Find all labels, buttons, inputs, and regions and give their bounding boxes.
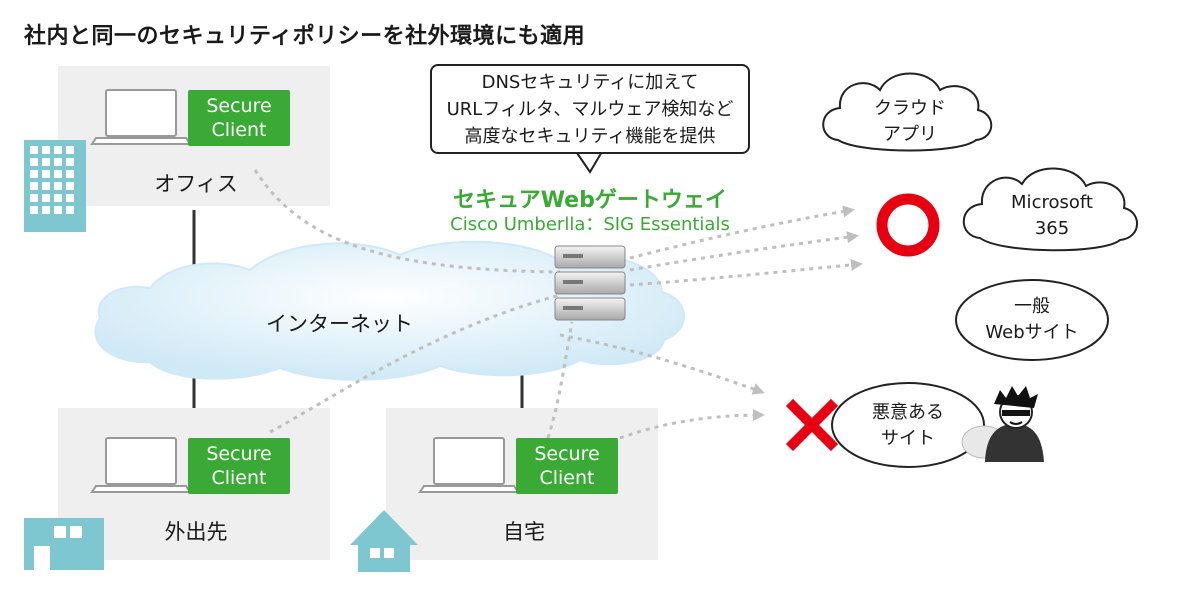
secure-client-line1: Secure [206,95,272,117]
gateway-to-cloud-arrow [629,205,855,260]
speech-line-3: 高度なセキュリティ機能を提供 [464,125,716,147]
speech-line-2: URLフィルタ、マルウェア検知など [446,98,734,120]
secure-client-line1: Secure [534,443,600,465]
home-to-malicious-arrow [619,409,765,440]
office-laptop-icon [90,89,192,145]
secure-client-line2: Client [211,119,267,141]
office-label: オフィス [154,172,238,196]
page-title: 社内と同一のセキュリティポリシーを社外環境にも適用 [24,24,586,49]
gateway-server-icon [554,245,626,321]
general-web-ellipse [955,279,1109,361]
general-web-line1: 一般 [1014,296,1050,317]
cloud-app-cloud [822,72,993,152]
secure-client-line2: Client [211,467,267,489]
outside-label: 外出先 [164,520,228,544]
internet-cloud [94,240,685,381]
feature-speech-bubble: DNSセキュリティに加えて URLフィルタ、マルウェア検知など 高度なセキュリテ… [430,64,750,154]
gateway-to-web-arrow [629,258,863,287]
outside-laptop-icon [90,437,192,493]
home-traffic-arrow [546,321,574,439]
office-building-icon [24,140,86,232]
speech-line-1: DNSセキュリティに加えて [481,71,699,93]
gateway-subtitle: Cisco Umberlla：SIG Essentials [450,214,730,235]
home-laptop-icon [418,437,520,493]
malicious-site-label: 悪意ある サイト [858,400,958,452]
gateway-title: セキュアWebゲートウェイ [453,188,727,213]
home-label: 自宅 [503,520,545,544]
secure-client-line2: Client [539,467,595,489]
internet-label: インターネット [266,312,413,336]
malicious-line2: サイト [881,428,935,449]
home-house-icon [350,510,418,572]
gateway-to-m365-arrow [629,231,859,272]
general-web-label: 一般 Webサイト [972,294,1092,346]
cross-x-icon [785,398,839,452]
m365-label: Microsoft 365 [994,190,1110,242]
m365-cloud [962,167,1138,252]
hacker-icon [961,386,1044,462]
m365-line1: Microsoft [1011,192,1093,213]
gateway-to-malicious-arrow [559,333,765,395]
speech-bubble-tail [574,149,604,174]
m365-line2: 365 [1034,218,1070,239]
outside-secure-client-badge: Secure Client [188,438,290,494]
outside-building-icon [24,518,104,570]
malicious-site-ellipse [831,382,985,468]
outside-traffic-arrow [269,293,561,434]
cloud-app-line1: クラウド [874,98,946,119]
cloud-app-line2: アプリ [883,124,937,145]
general-web-line2: Webサイト [985,322,1079,343]
secure-client-line1: Secure [206,443,272,465]
malicious-line1: 悪意ある [872,402,944,423]
home-secure-client-badge: Secure Client [516,438,618,494]
circle-o-icon [876,193,940,257]
cloud-app-label: クラウド アプリ [858,96,962,148]
office-secure-client-badge: Secure Client [188,90,290,146]
